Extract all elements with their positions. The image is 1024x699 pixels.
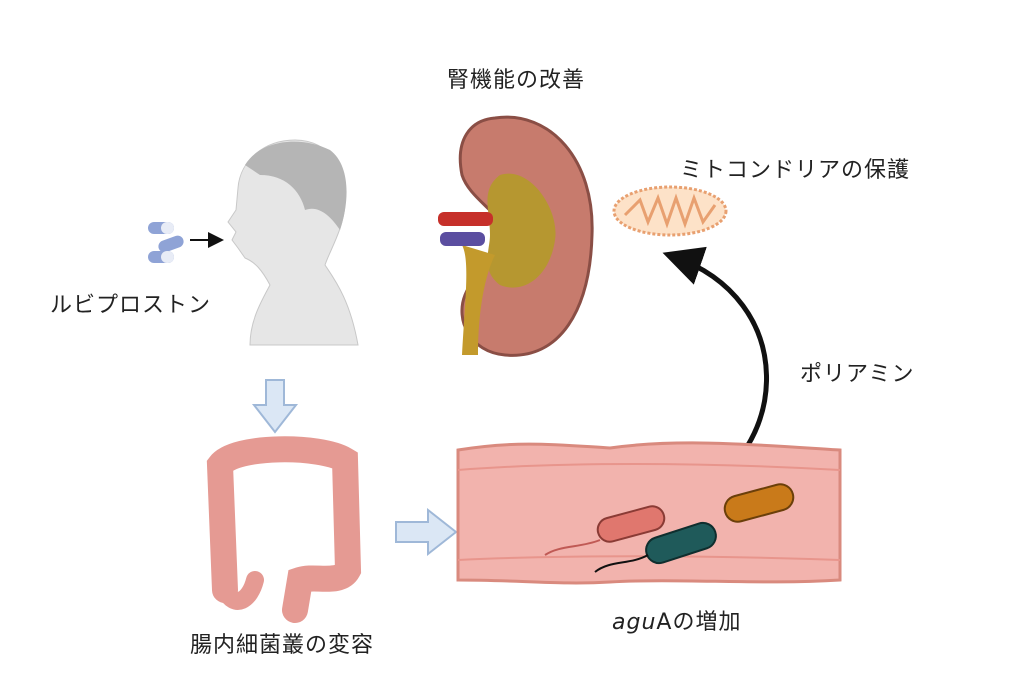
kidney-label: 腎機能の改善: [447, 68, 586, 93]
polyamine-label: ポリアミン: [800, 362, 915, 387]
gene-increase-text: の増加: [672, 610, 742, 635]
gene-name-italic: agu: [612, 610, 657, 635]
down-arrow-icon: [251, 379, 299, 434]
agua-label: aguAの増加: [612, 604, 741, 636]
drug-label: ルビプロストン: [50, 293, 212, 318]
person-illustration: [227, 139, 359, 346]
mitochondria-icon: [612, 185, 728, 237]
right-arrow-icon: [395, 507, 458, 557]
gene-name-suffix: A: [656, 610, 673, 635]
kidney-illustration: [438, 115, 594, 357]
microbiota-label: 腸内細菌叢の変容: [190, 633, 375, 658]
mitochondria-label: ミトコンドリアの保護: [680, 158, 911, 183]
colon-illustration: [206, 436, 362, 623]
bacteria-icons: [544, 483, 795, 573]
pills-icon: [148, 222, 184, 263]
